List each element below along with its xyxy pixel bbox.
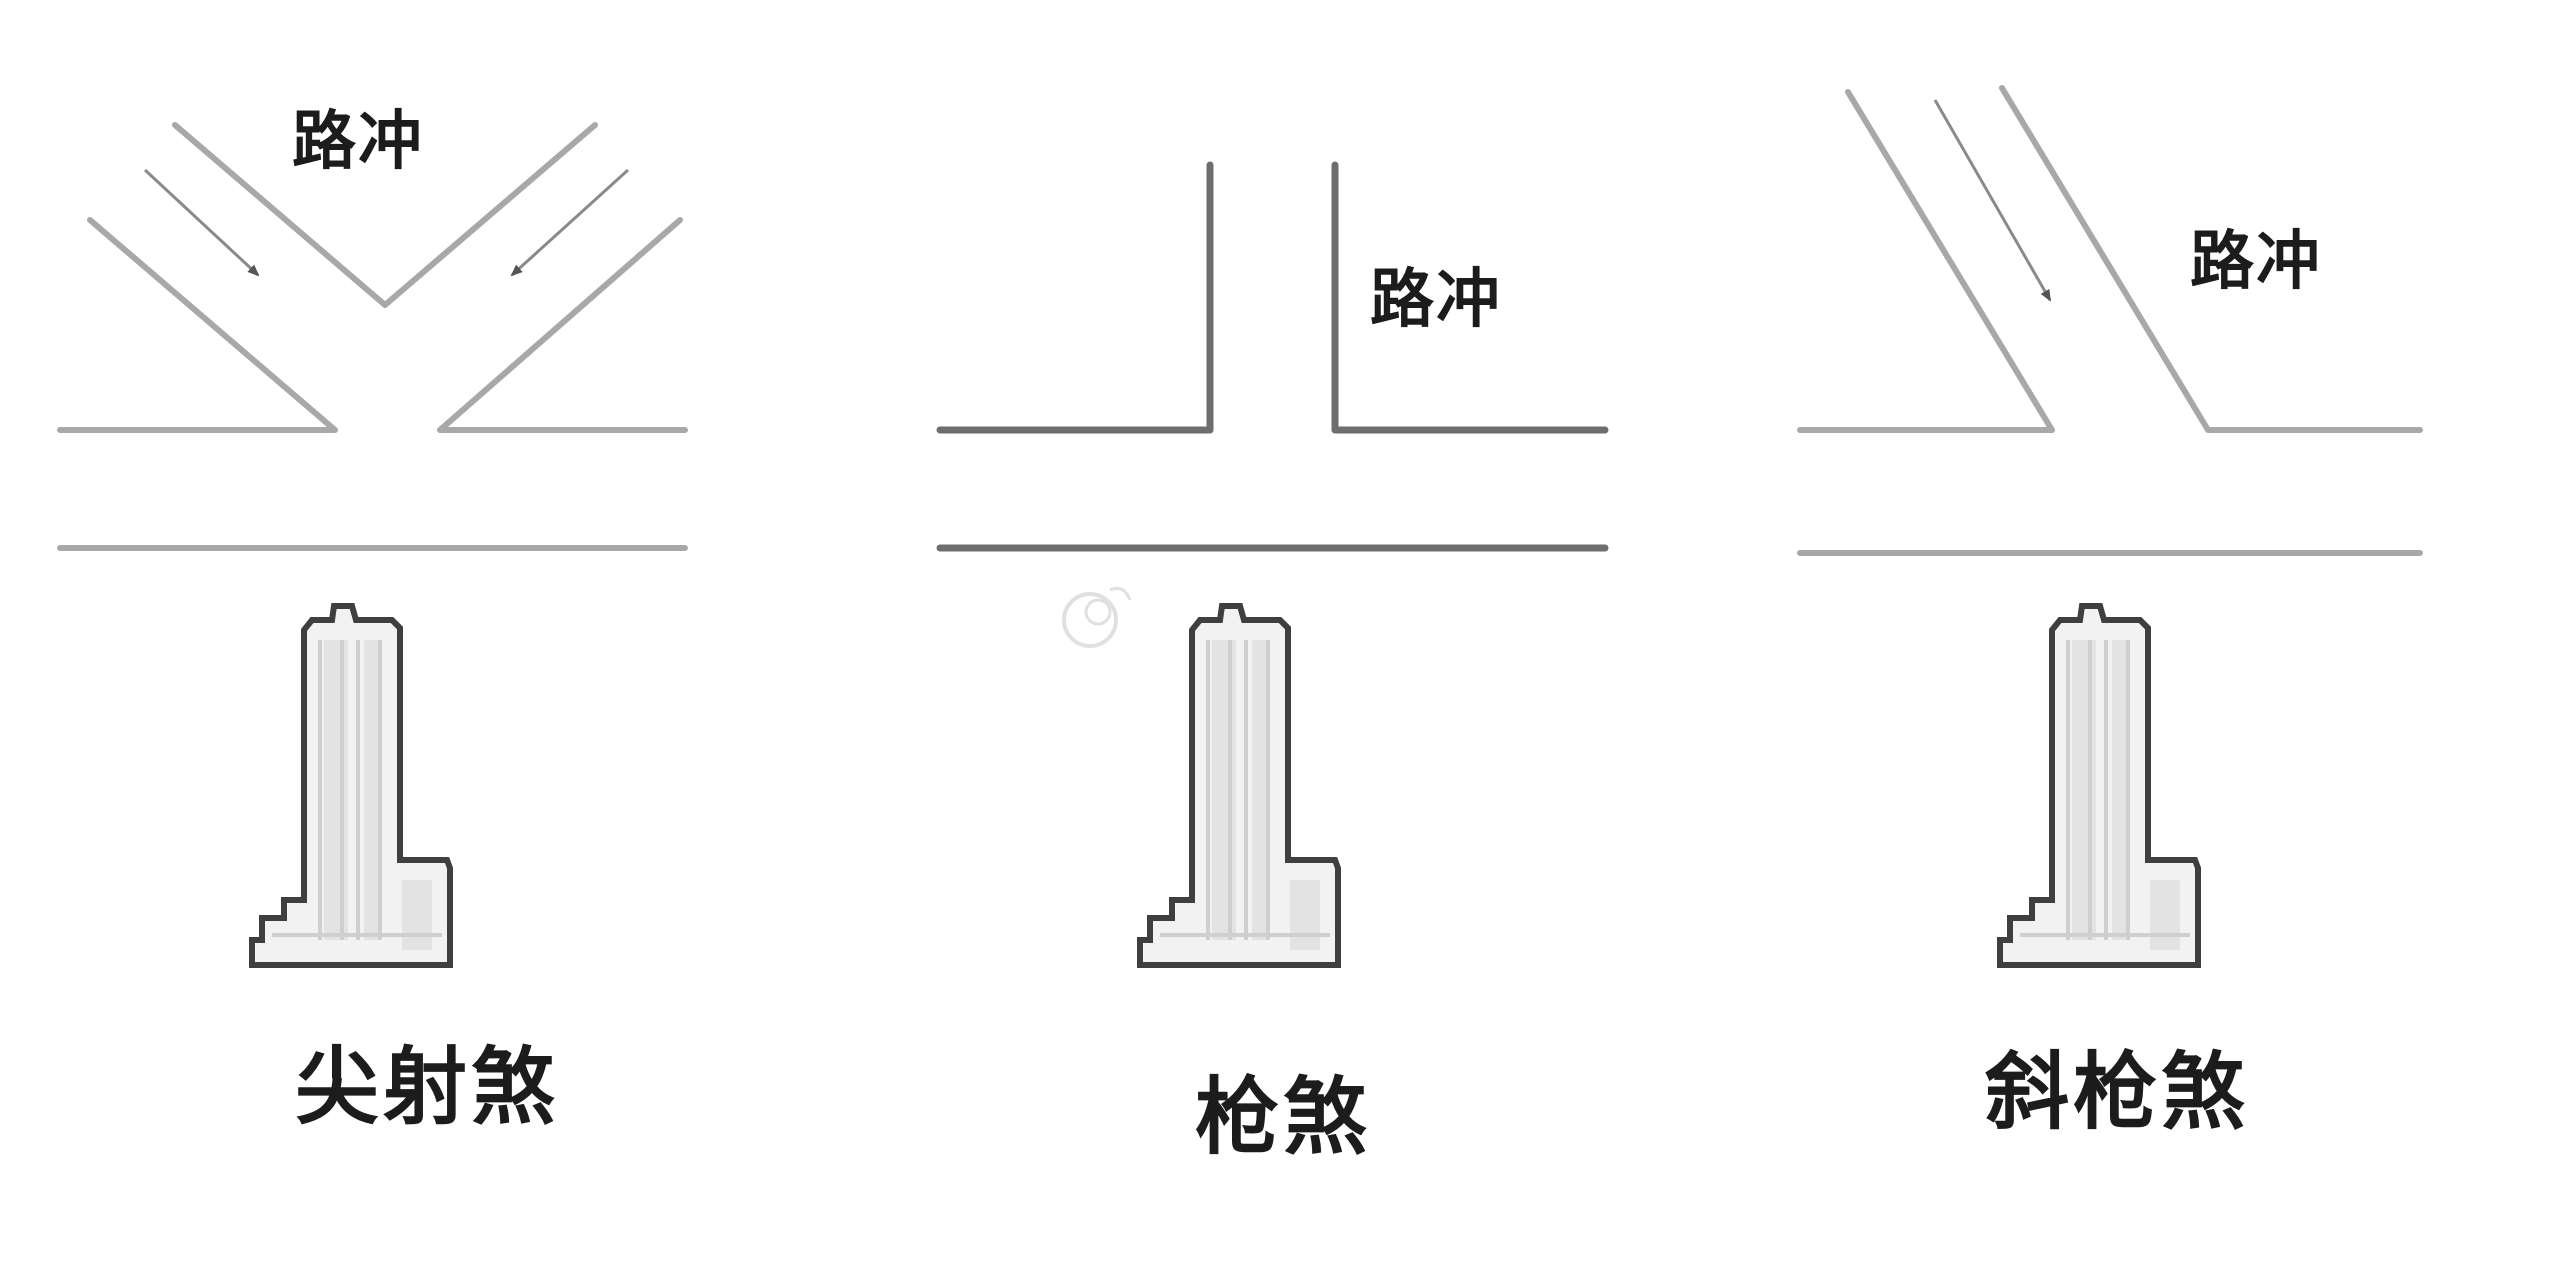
panel-3-road-label: 路冲 bbox=[2190, 225, 2322, 299]
watermark-logo bbox=[1062, 586, 1132, 648]
panel-1-v-inner bbox=[172, 122, 598, 308]
panel-1-roads bbox=[57, 122, 688, 551]
panel-1-right-road-outer bbox=[437, 217, 688, 433]
panel-3-caption: 斜枪煞 bbox=[1985, 1043, 2250, 1141]
panel-2-building-icon bbox=[1137, 603, 1341, 968]
panel-1-arrow-left bbox=[143, 168, 260, 277]
panel-2-left-road bbox=[936, 161, 1214, 434]
panel-1-building-icon bbox=[249, 603, 453, 968]
panel-1-left-road-outer bbox=[57, 217, 338, 433]
panel-1-road-label: 路冲 bbox=[292, 105, 424, 179]
panel-2-road-label: 路冲 bbox=[1370, 263, 1502, 337]
panel-3-building-icon bbox=[1997, 603, 2201, 968]
panel-2-roads bbox=[936, 161, 1609, 552]
panel-3-arrow bbox=[1933, 99, 2052, 302]
panel-2-caption: 枪煞 bbox=[1195, 1068, 1372, 1166]
panel-3-left-road bbox=[1797, 89, 2055, 433]
panel-3-right-road bbox=[1999, 85, 2423, 433]
panel-2-right-road bbox=[1331, 161, 1609, 434]
panel-1-arrow-right bbox=[510, 168, 630, 277]
panel-1-caption: 尖射煞 bbox=[295, 1038, 560, 1136]
panel-3-roads bbox=[1797, 85, 2423, 556]
